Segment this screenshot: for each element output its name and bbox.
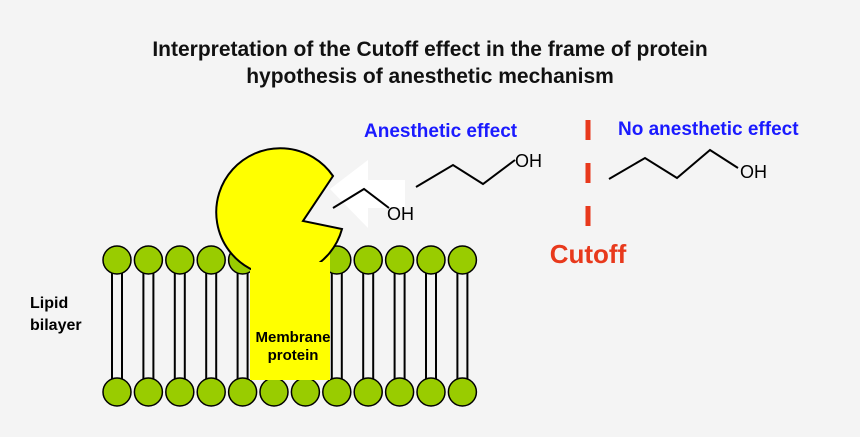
lipid-head [384, 245, 415, 275]
lipid-head [102, 377, 132, 407]
lipid-label-line-2: bilayer [30, 317, 82, 334]
lipid-head [196, 245, 226, 275]
lipid-head [353, 245, 383, 275]
protein-label-line-2: protein [268, 347, 319, 364]
lipid-head [227, 377, 258, 407]
protein-label-line-1: Membrane [255, 329, 330, 346]
diagram-title: Interpretation of the Cutoff effect in t… [0, 36, 860, 90]
lipid-head [165, 245, 195, 275]
binding-arrow [330, 160, 405, 228]
lipid-head [165, 377, 195, 407]
no-anesthetic-effect-label: No anesthetic effect [618, 119, 799, 140]
protein-stem-cover [251, 262, 329, 379]
lipid-head [416, 377, 446, 407]
lipid-head [196, 377, 226, 407]
no-anesthetic-alcohol-molecule: OH [608, 148, 767, 182]
small-alcohol-oh: OH [387, 204, 414, 224]
lipid-head [447, 245, 478, 275]
lipid-head [133, 377, 164, 407]
protein-head [215, 147, 344, 278]
small-alcohol-molecule: OH [332, 187, 414, 224]
lipid-label-line-1: Lipid [30, 295, 68, 312]
lipid-head [102, 245, 132, 275]
title-line-1: Interpretation of the Cutoff effect in t… [152, 38, 708, 61]
anesthetic-alcohol-oh: OH [515, 151, 542, 171]
lipid-heads-bottom [102, 377, 478, 407]
lipid-head [353, 377, 383, 407]
lipid-head [259, 377, 289, 407]
lipid-head [322, 377, 352, 407]
title-line-2: hypothesis of anesthetic mechanism [246, 65, 614, 88]
anesthetic-effect-label: Anesthetic effect [364, 121, 518, 142]
anesthetic-alcohol-molecule: OH [415, 151, 542, 188]
lipid-head [416, 245, 446, 275]
lipid-head [447, 377, 478, 407]
lipid-head [133, 245, 164, 275]
membrane-protein: Membrane protein [215, 147, 344, 380]
cutoff-label: Cutoff [550, 239, 627, 269]
lipid-head [384, 377, 415, 407]
no-anesthetic-alcohol-oh: OH [740, 162, 767, 182]
lipid-head [290, 377, 321, 407]
